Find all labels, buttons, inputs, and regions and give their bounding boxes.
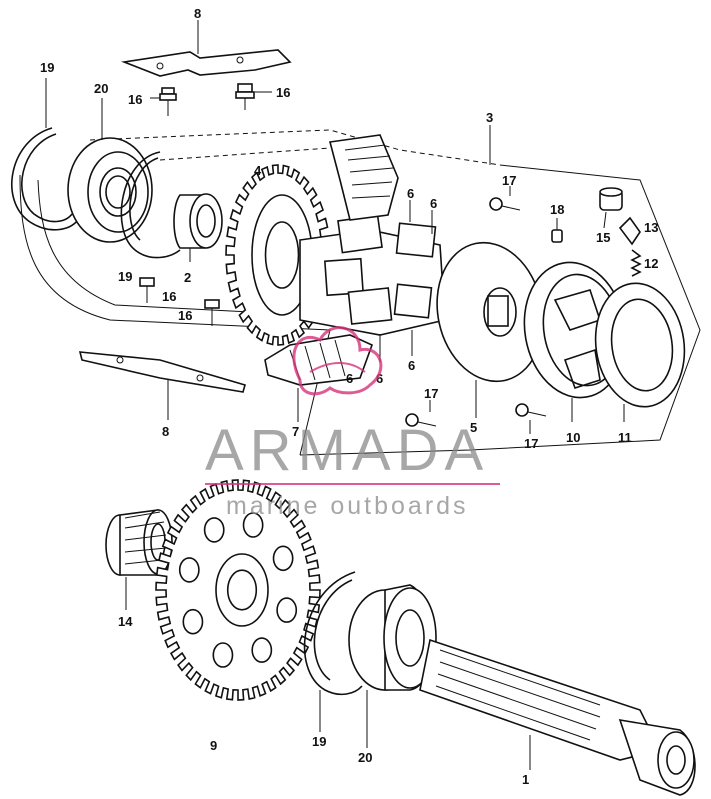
gear-9 xyxy=(155,479,321,701)
callout-7: 7 xyxy=(292,424,299,439)
callout-8-lower: 8 xyxy=(162,424,169,439)
callout-17-a: 17 xyxy=(502,173,516,188)
callout-1: 1 xyxy=(522,772,529,787)
callout-17-c: 17 xyxy=(524,436,538,451)
callout-18: 18 xyxy=(550,202,564,217)
callout-6-c: 6 xyxy=(376,371,383,386)
chain-7-lower xyxy=(264,334,374,422)
drive-shaft-1 xyxy=(419,638,696,796)
gear4-bore xyxy=(264,221,300,289)
callout-5: 5 xyxy=(470,420,477,435)
callout-2: 2 xyxy=(184,270,191,285)
callout-6-e: 6 xyxy=(346,371,353,386)
ring-11 xyxy=(594,282,686,422)
callout-6-d: 6 xyxy=(408,358,415,373)
pin-18 xyxy=(551,218,563,243)
callout-20-upper: 20 xyxy=(94,81,108,96)
gear9-hole xyxy=(212,642,234,668)
armada-logo-emblem xyxy=(292,326,383,396)
cap-15 xyxy=(599,187,623,229)
callout-11: 11 xyxy=(618,430,632,445)
gear9-hub xyxy=(215,553,269,627)
callout-20-lower: 20 xyxy=(358,750,372,765)
callout-16-c: 16 xyxy=(162,289,176,304)
callout-labels: 8 19 20 16 16 3 4 6 6 17 18 15 13 12 19 … xyxy=(40,6,658,787)
circlip-19-upper xyxy=(11,78,79,231)
callout-16-b: 16 xyxy=(276,85,290,100)
callout-12: 12 xyxy=(644,256,658,271)
bearing-20-lower xyxy=(348,584,437,748)
gear9-hole xyxy=(242,512,264,538)
armada-watermark: ARMADA marine outboards xyxy=(205,326,500,520)
watermark-brand: ARMADA xyxy=(205,418,489,483)
bolt-16-d xyxy=(204,299,220,326)
circlip-19-mid xyxy=(120,151,181,259)
plunger-13 xyxy=(618,216,641,246)
gear9-hole xyxy=(251,637,273,663)
watermark-tagline: marine outboards xyxy=(226,492,469,520)
circlip-19-lower xyxy=(303,571,363,732)
screw-17-c xyxy=(515,403,547,434)
gear9-bore xyxy=(226,569,258,611)
gear9-teeth xyxy=(155,479,321,701)
bolt-16-c xyxy=(139,277,155,303)
callout-14: 14 xyxy=(118,614,133,629)
bolt-16-a xyxy=(150,87,177,116)
callout-8-top: 8 xyxy=(194,6,201,21)
screw-17-b xyxy=(405,400,437,427)
callout-6-a: 6 xyxy=(407,186,414,201)
callout-19-lower: 19 xyxy=(312,734,326,749)
callout-19-mid: 19 xyxy=(118,269,132,284)
bolt-16-b xyxy=(235,83,272,110)
callout-15: 15 xyxy=(596,230,610,245)
callout-16-d: 16 xyxy=(178,308,192,323)
plate-8-top xyxy=(120,20,292,77)
callout-4: 4 xyxy=(254,163,262,178)
callout-13: 13 xyxy=(644,220,658,235)
spring-12 xyxy=(630,249,642,277)
spacer-2 xyxy=(173,193,223,262)
gear9-hole xyxy=(276,597,298,623)
dog-clutch-6 xyxy=(299,200,446,362)
callout-17-b: 17 xyxy=(424,386,438,401)
callout-16-a: 16 xyxy=(128,92,142,107)
screw-17-a xyxy=(489,186,521,211)
callout-6-b: 6 xyxy=(430,196,437,211)
gear9-hole xyxy=(272,545,294,572)
gear9-hole xyxy=(182,608,204,635)
plate-8-lower xyxy=(78,351,246,420)
callout-3: 3 xyxy=(486,110,493,125)
gear9-hole xyxy=(203,517,225,543)
callout-19-upper: 19 xyxy=(40,60,54,75)
callout-9: 9 xyxy=(210,738,217,753)
bearing-20-upper xyxy=(67,98,153,243)
callout-10: 10 xyxy=(566,430,580,445)
gear9-hole xyxy=(178,557,200,583)
chain-7-upper xyxy=(328,134,399,221)
